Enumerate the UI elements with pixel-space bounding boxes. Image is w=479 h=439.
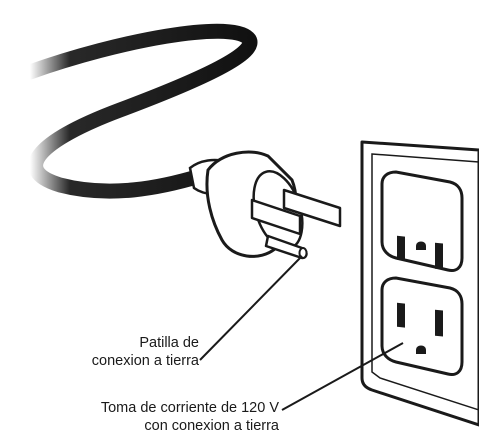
wall-outlet — [360, 140, 479, 427]
slot-left — [397, 235, 405, 261]
slot-right — [435, 309, 443, 337]
outlet-label-line1: Toma de corriente de 120 V — [100, 400, 279, 416]
leader-line-outlet — [281, 342, 404, 411]
ground-pin-label-line2: conexion a tierra — [91, 353, 199, 369]
ground-pin-label: Patilla de conexion a tierra — [92, 334, 199, 370]
ground-pin-label-line1: Patilla de — [139, 335, 199, 351]
receptacle-bottom — [380, 276, 464, 376]
ground-hole — [416, 345, 426, 354]
slot-left — [397, 302, 405, 328]
slot-right — [435, 242, 443, 270]
plug-blade-bottom — [250, 198, 302, 236]
plug — [188, 150, 342, 260]
ground-hole — [416, 241, 426, 250]
power-cord — [22, 23, 258, 199]
leader-line-ground-pin — [199, 255, 303, 361]
outlet-label-line2: con conexion a tierra — [144, 418, 279, 434]
outlet-label: Toma de corriente de 120 V con conexion … — [101, 399, 279, 435]
receptacle-top — [380, 170, 464, 272]
plug-blade-top — [282, 188, 342, 228]
ground-pin — [264, 234, 308, 260]
